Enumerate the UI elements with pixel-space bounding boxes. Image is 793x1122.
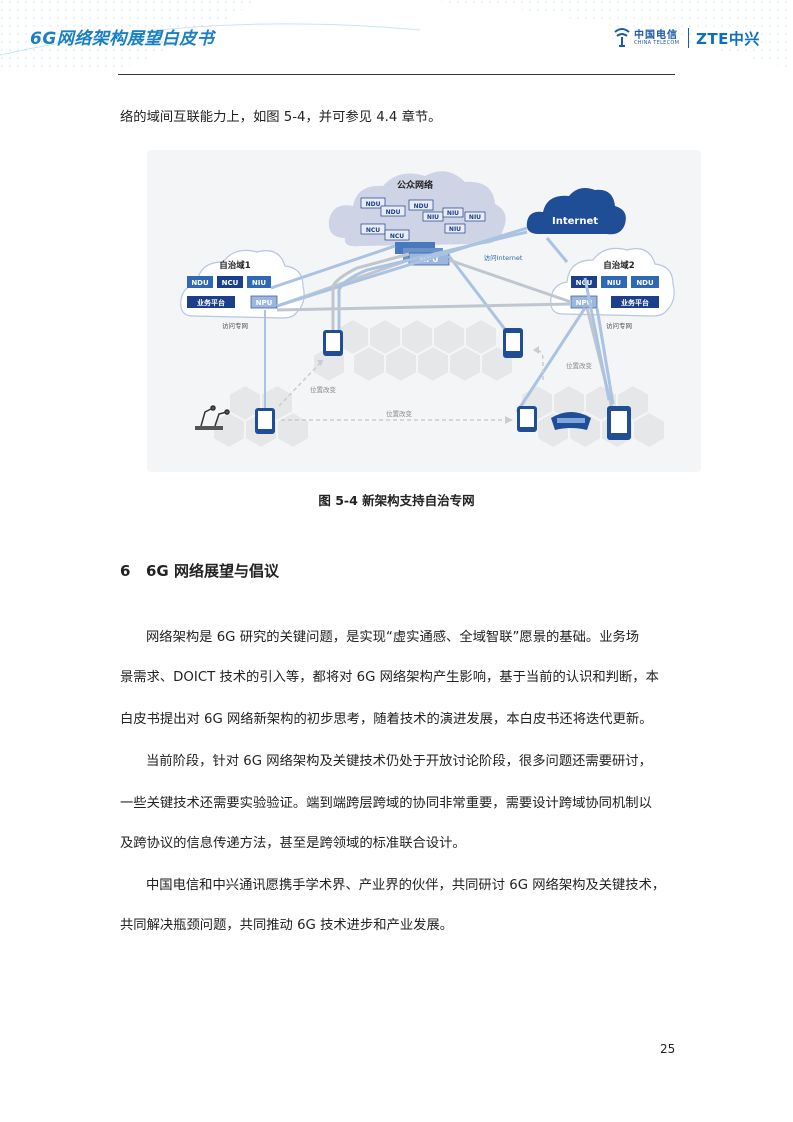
hex-grid	[212, 317, 666, 450]
cloud-ndu-3	[408, 199, 434, 211]
domain1-niu-label: NIU	[252, 279, 266, 287]
access-internet-label: 访问Internet	[484, 253, 523, 262]
connection-lines	[264, 226, 615, 413]
cloud-ndu-2-label: NDU	[386, 209, 401, 216]
domain1-niu	[247, 276, 271, 288]
phone-device-2	[607, 406, 631, 440]
domain1-ncu-label: NCU	[222, 279, 239, 287]
phone-device-1	[503, 328, 523, 358]
domain1-ndu-label: NDU	[191, 279, 209, 287]
cloud-ndu-3-label: NDU	[414, 203, 429, 210]
china-telecom-logo: 中国电信 CHINA TELECOM	[612, 26, 682, 50]
industrial-robot-icon	[195, 405, 230, 430]
domain2-niu-label: NIU	[607, 279, 621, 287]
cloud-ncu-1-label: NCU	[366, 227, 380, 234]
location-change-arrows	[278, 349, 544, 421]
domain1-ncu	[217, 276, 243, 288]
cloud-niu-4	[444, 223, 466, 234]
arrow-head-1	[317, 360, 323, 366]
internet-cloud	[526, 188, 626, 235]
para1-line1: 网络架构是 6G 研究的关键问题，是实现“虚实通感、全域智联”愿景的基础。业务场	[146, 630, 640, 645]
architecture-figure: 公众网络 NDU NDU NDU NCU NCU NIU NIU NIU NIU…	[147, 150, 701, 472]
para2-line2: 一些关键技术还需要实验验证。端到端跨层跨域的协同非常重要，需要设计跨域协同机制以	[120, 796, 652, 811]
cloud-niu-3	[464, 211, 486, 222]
china-telecom-emblem-icon	[614, 28, 630, 47]
figure-caption: 图 5-4 新架构支持自治专网	[318, 493, 475, 508]
location-change-label-3: 位置改变	[566, 361, 593, 370]
domain2-ncu-label: NCU	[576, 279, 593, 287]
para1-line3: 白皮书提出对 6G 网络新架构的初步思考，随着技术的演进发展，本白皮书还将迭代更…	[120, 712, 653, 727]
arrow-head-2	[505, 416, 513, 424]
cloud-ncu-2-label: NCU	[390, 233, 404, 240]
domain2-access-label: 访问专网	[606, 321, 632, 330]
cloud-niu-2-label: NIU	[447, 210, 459, 217]
location-change-label-1: 位置改变	[310, 385, 337, 394]
domain2-label: 自治域2	[603, 260, 635, 271]
location-change-label-2: 位置改变	[386, 409, 413, 418]
para3-line1: 中国电信和中兴通讯愿携手学术界、产业界的伙伴，共同研讨 6G 网络架构及关键技术…	[146, 878, 666, 893]
cloud-niu-1-label: NIU	[427, 214, 439, 221]
para1-line2: 景需求、DOICT 技术的引入等，都将对 6G 网络架构产生影响，基于当前的认识…	[120, 670, 659, 685]
page-number: 25	[660, 1042, 676, 1056]
domain1-biz-platform	[187, 296, 235, 308]
domain1-label: 自治域1	[219, 260, 251, 271]
internet-label: Internet	[552, 216, 598, 227]
intro-line: 络的域间互联能力上，如图 5-4，并可参见 4.4 章节。	[120, 110, 442, 125]
section-title: 6G 网络展望与倡议	[146, 562, 279, 580]
domain2-biz-platform-label: 业务平台	[621, 298, 649, 307]
header-decoration	[0, 0, 793, 70]
architecture-diagram: 公众网络 NDU NDU NDU NCU NCU NIU NIU NIU NIU…	[180, 171, 675, 450]
domain2-ndu-label: NDU	[636, 279, 654, 287]
section-heading: 6 6G 网络展望与倡议	[120, 560, 279, 581]
tablet-device-3	[517, 406, 537, 432]
domain1-npu-label: NPU	[256, 299, 273, 307]
cloud-ndu-1-label: NDU	[366, 201, 381, 208]
china-telecom-cn: 中国电信	[634, 30, 678, 41]
domain2-ndu	[631, 276, 659, 288]
para2-line3: 及跨协议的信息传递方法，甚至是跨领域的标准联合设计。	[120, 836, 466, 851]
tablet-device-1	[323, 330, 343, 356]
page-header: 6G网络架构展望白皮书 中国电信 CHINA TELECOM ZTE中兴	[0, 0, 793, 80]
cloud-ndu-1	[360, 197, 386, 209]
logo-separator	[688, 28, 689, 48]
document-title: 6G网络架构展望白皮书	[30, 29, 215, 49]
china-telecom-en: CHINA TELECOM	[634, 40, 680, 46]
para2-line1: 当前阶段，针对 6G 网络架构及关键技术仍处于开放讨论阶段，很多问题还需要研讨，	[146, 754, 652, 769]
para3-line2: 共同解决瓶颈问题，共同推动 6G 技术进步和产业发展。	[120, 918, 454, 933]
domain1-access-label: 访问专网	[222, 321, 248, 330]
domain1-npu	[250, 295, 278, 309]
cloud-niu-2	[442, 207, 464, 218]
vr-headset-icon	[551, 412, 591, 430]
cloud-ncu-1	[360, 223, 386, 235]
cloud-ndu-2	[380, 205, 406, 217]
arrow-head-3	[533, 346, 539, 354]
section-number: 6	[120, 562, 131, 580]
domain1-ndu	[187, 276, 213, 288]
cloud-niu-3-label: NIU	[469, 214, 481, 221]
public-network-label: 公众网络	[397, 179, 433, 191]
domain2-biz-platform	[611, 296, 659, 308]
domain2-niu	[601, 276, 627, 288]
cloud-ncu-2	[384, 229, 410, 241]
zte-logo: ZTE中兴	[696, 30, 760, 48]
header-rule	[118, 74, 675, 75]
cloud-niu-4-label: NIU	[449, 226, 461, 233]
domain2-ncu	[571, 276, 597, 288]
domain2-npu-label: NPU	[576, 299, 593, 307]
domain1-biz-platform-label: 业务平台	[197, 298, 225, 307]
tablet-device-2	[255, 408, 275, 434]
